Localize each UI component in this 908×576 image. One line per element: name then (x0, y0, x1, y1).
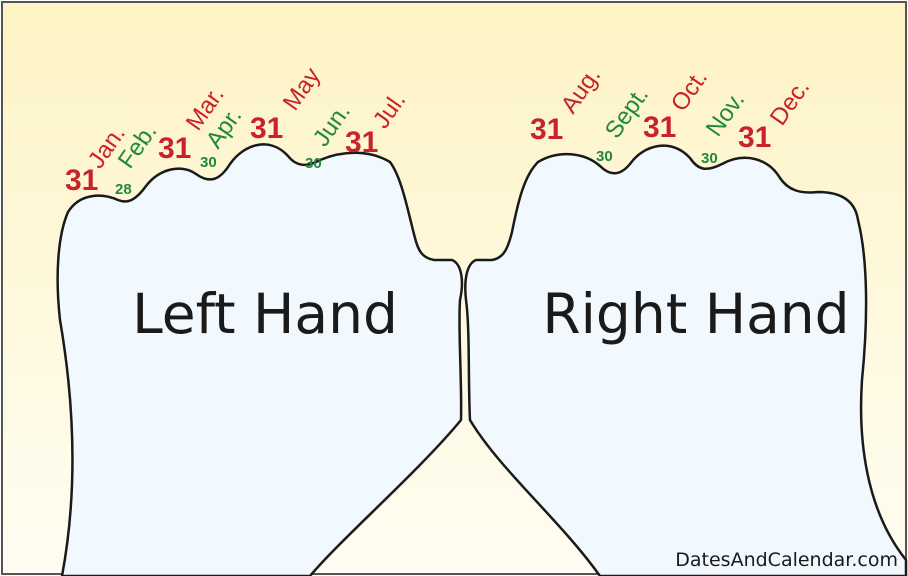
right-hand-label: Right Hand (542, 282, 849, 346)
left-hand-fist (56, 143, 464, 576)
month-days-apr: 30 (200, 154, 217, 171)
month-days-mar: 31 (158, 132, 191, 165)
month-days-sept: 30 (596, 148, 613, 165)
left-hand-label: Left Hand (132, 282, 398, 346)
month-days-dec: 31 (738, 121, 771, 154)
month-days-aug: 31 (530, 113, 563, 146)
month-days-jul: 31 (345, 126, 378, 159)
site-credit: DatesAndCalendar.com (675, 549, 898, 571)
month-days-feb: 28 (115, 181, 132, 198)
month-days-nov: 30 (701, 150, 718, 167)
month-days-jan: 31 (65, 164, 98, 197)
month-days-may: 31 (250, 112, 283, 145)
month-days-oct: 31 (643, 111, 676, 144)
right-hand-fist (464, 144, 908, 576)
month-days-jun: 30 (305, 155, 322, 172)
